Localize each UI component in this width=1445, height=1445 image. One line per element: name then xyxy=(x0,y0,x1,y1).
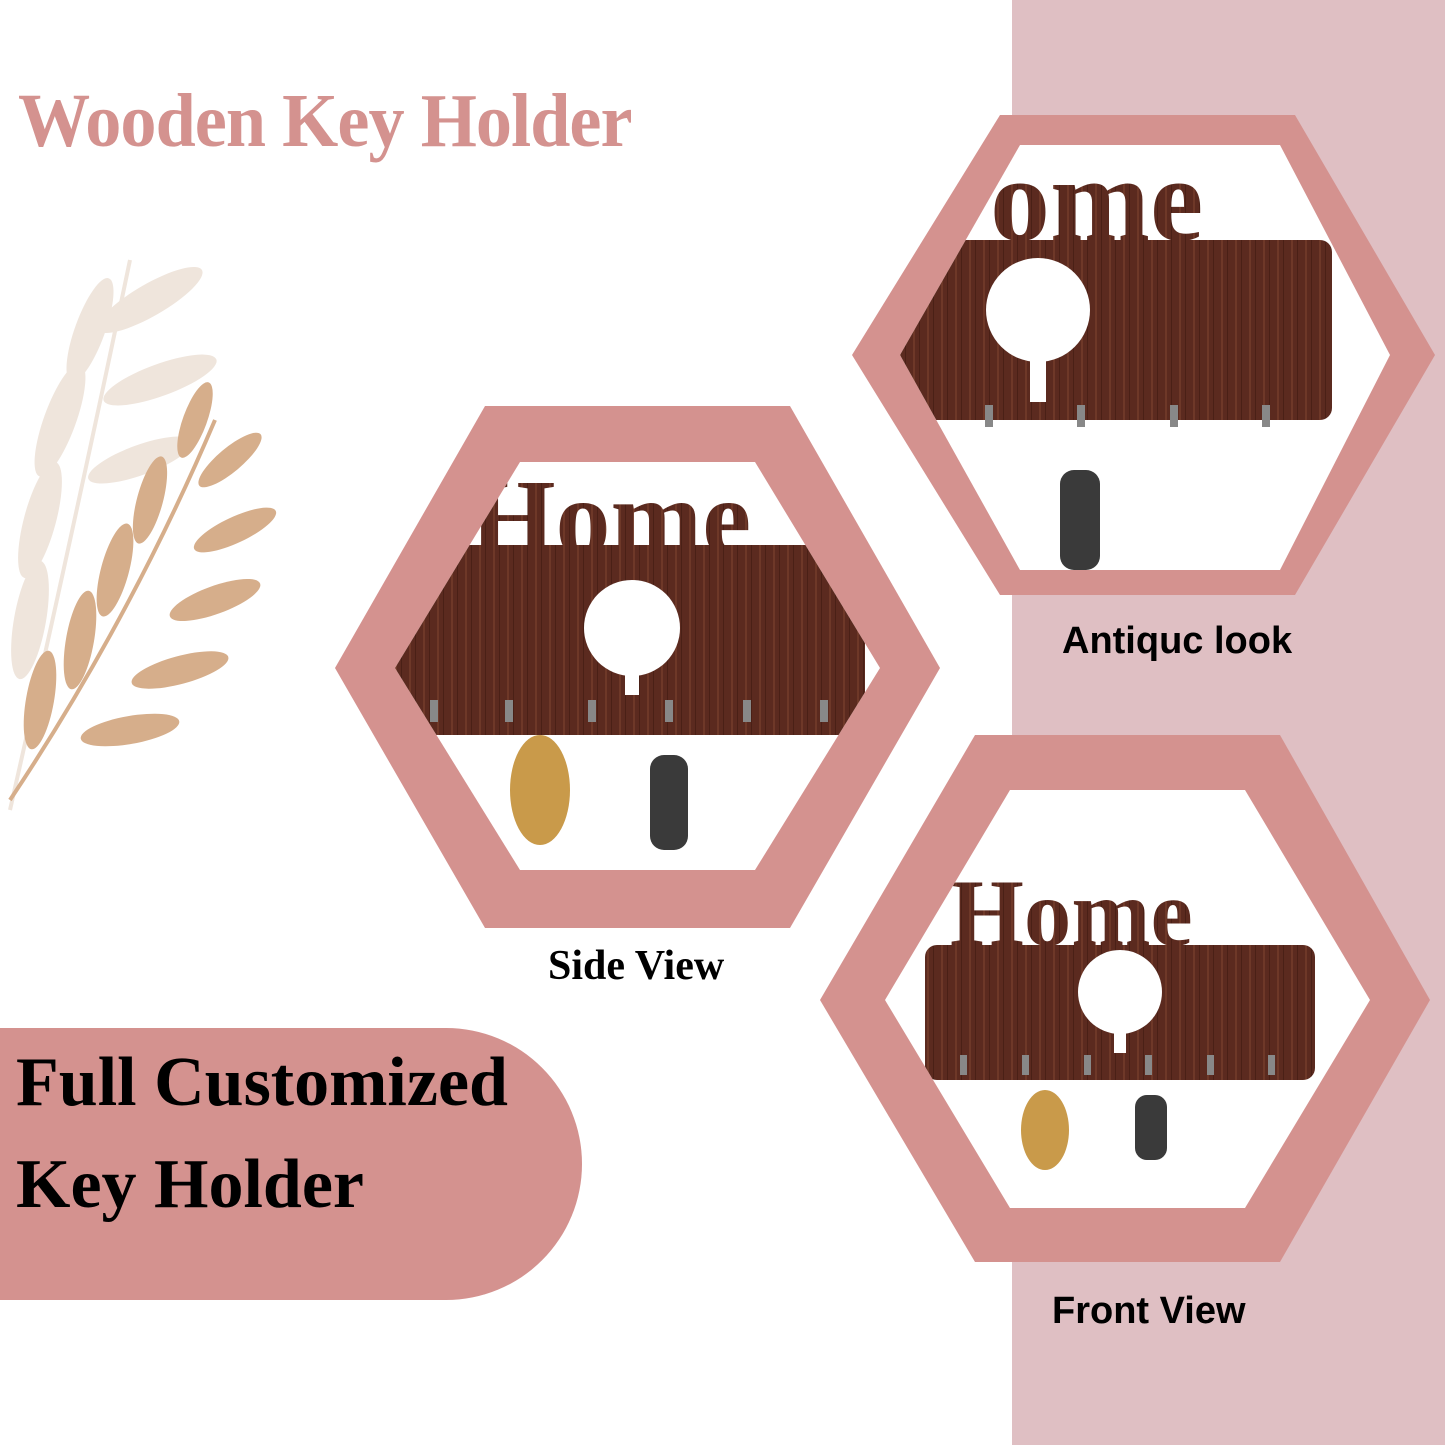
promo-line-1: Full Customized xyxy=(16,1044,508,1121)
board-lettering: Home xyxy=(470,457,751,579)
board-lettering: ome xyxy=(990,133,1203,266)
leaf-branch-tan xyxy=(8,382,277,802)
caption-antique-look: Antiquc look xyxy=(1062,620,1293,662)
product-hex-side-view: Home xyxy=(335,406,940,928)
promo-line-2: Key Holder xyxy=(16,1146,364,1223)
page-title: Wooden Key Holder xyxy=(18,79,633,163)
promo-text: Full Customized Key Holder xyxy=(16,1032,508,1236)
board-lettering: Home xyxy=(950,860,1193,966)
product-hex-antique-look: ome xyxy=(852,115,1435,595)
caption-front-view: Front View xyxy=(1052,1290,1246,1332)
promo-banner xyxy=(0,1028,582,1300)
product-hex-front-view: Home xyxy=(820,735,1430,1262)
caption-side-view: Side View xyxy=(548,943,725,989)
